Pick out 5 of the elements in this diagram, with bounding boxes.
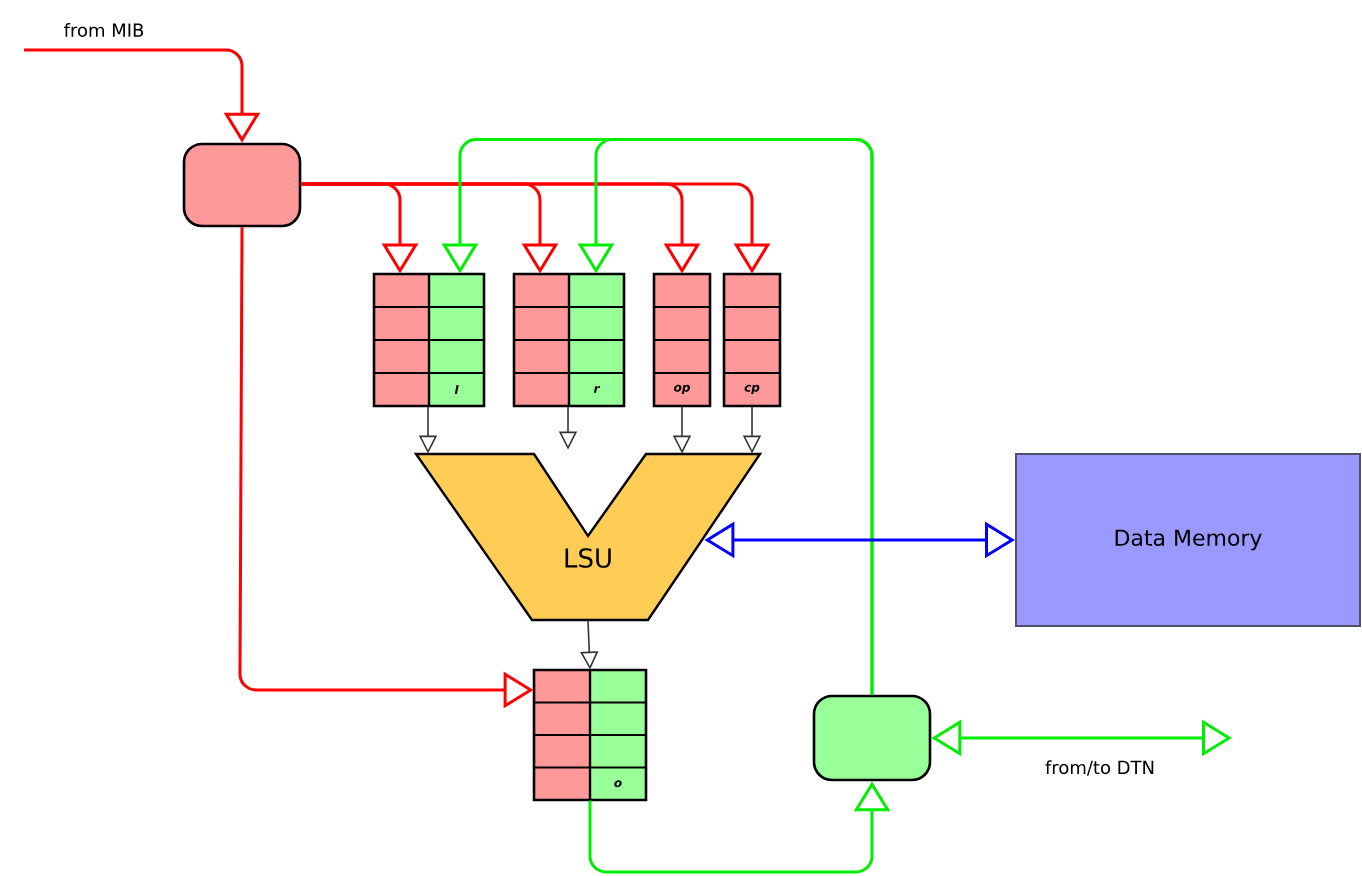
edge-label: from MIB — [61, 21, 147, 39]
control-box — [182, 142, 302, 228]
memory-box: Data Memory — [1015, 453, 1361, 627]
control-box — [812, 694, 932, 782]
edge-label: from/to DTN — [1042, 758, 1158, 778]
